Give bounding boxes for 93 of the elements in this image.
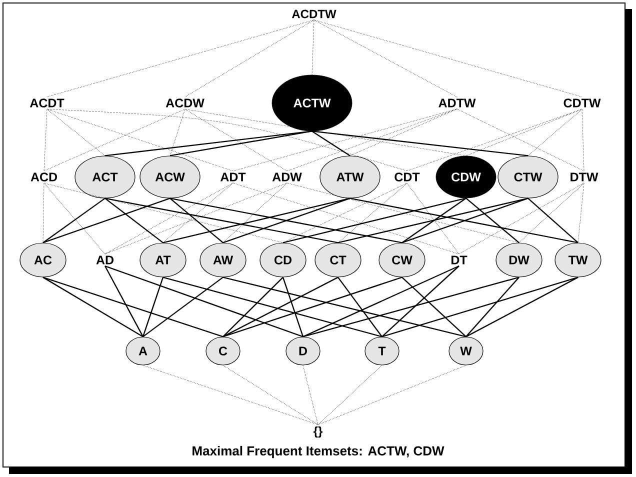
lattice-line [350,108,458,156]
lattice-line [104,182,234,254]
lattice-line [142,276,224,338]
lattice-line [302,365,318,425]
lattice-line [318,365,466,425]
lattice-line [142,365,318,425]
lattice-line [402,198,528,244]
itemset-label: ACDW [166,98,204,108]
lattice-line [42,198,106,244]
lattice-line [302,265,460,338]
itemset-label: ADW [272,172,302,182]
lattice-line [382,266,460,338]
caption: Maximal Frequent Itemsets: ACTW, CDW [192,446,444,458]
lattice-line [184,108,466,156]
lattice-line [104,130,312,156]
lattice-line [184,108,288,172]
lattice-line [42,276,224,338]
lattice-line [104,182,288,254]
lattice-line [162,276,382,338]
lattice-line [286,108,458,172]
itemset-label: DT [452,256,468,264]
lattice-line [162,182,234,243]
lattice-line [466,276,520,338]
lattice-line [222,276,466,338]
lattice-line [318,365,382,425]
lattice-line [232,182,460,254]
lattice-line [42,276,144,338]
itemset-label: ACDTW [292,10,336,18]
lattice-line [222,276,284,338]
lattice-line [578,182,584,243]
lattice-line [222,182,288,243]
lattice-line [42,182,44,243]
lattice-line [402,276,466,338]
lattice-line [222,198,350,244]
lattice-line [46,108,408,172]
itemset-label: ACDT [30,98,64,108]
lattice-line [44,108,48,172]
lattice-line [458,182,584,254]
lattice-line [46,108,234,172]
lattice-line [350,198,578,244]
itemset-label: ACD [30,172,58,182]
lattice-line [170,130,312,156]
lattice-line [46,20,314,98]
lattice-line [402,198,466,244]
lattice-line [338,198,528,244]
itemset-label: CDT [394,172,420,182]
lattice-line [312,130,528,156]
lattice-line [382,276,578,338]
lattice-line [44,182,284,243]
lattice-line [44,182,106,254]
lattice-line [222,365,318,425]
lattice-line [282,198,466,244]
lattice-line [104,198,164,244]
lattice-line [44,108,186,172]
lattice-line [142,277,164,337]
lattice-line [518,182,584,243]
lattice-line [582,108,584,172]
lattice-line [104,198,338,244]
lattice-line [338,182,408,243]
itemset-label: AD [96,256,114,264]
lattice-line [170,198,224,244]
lattice-line [528,108,582,156]
lattice-line [104,265,304,338]
lattice-line [282,277,304,337]
lattice-line [170,108,186,156]
lattice-line [314,20,582,98]
lattice-line [162,198,350,244]
lattice-line [232,108,458,172]
lattice-line [286,182,520,243]
lattice-line [282,182,408,243]
itemset-label: ADTW [438,98,476,108]
lattice-line [104,266,144,337]
lattice-line [42,198,170,244]
lattice-line [314,20,458,98]
itemset-label: {} [314,426,322,438]
itemset-label: CDTW [564,98,601,108]
lattice-line [456,108,584,172]
lattice-line [406,182,460,254]
lattice-line [222,276,402,338]
lattice-line [302,276,520,338]
lattice-line [528,198,578,244]
lattice-line [466,198,520,244]
itemset-label: DTW [570,172,598,182]
lattice-line [312,20,314,76]
lattice-line [338,276,382,338]
itemset-label: ADT [220,172,246,182]
lattice-line [46,108,106,156]
lattice-line [466,276,578,338]
lattice-line [222,276,338,338]
lattice-line [466,108,582,156]
lattice-line [312,130,350,156]
lattice-line [184,20,314,98]
lattice-line [170,198,402,244]
